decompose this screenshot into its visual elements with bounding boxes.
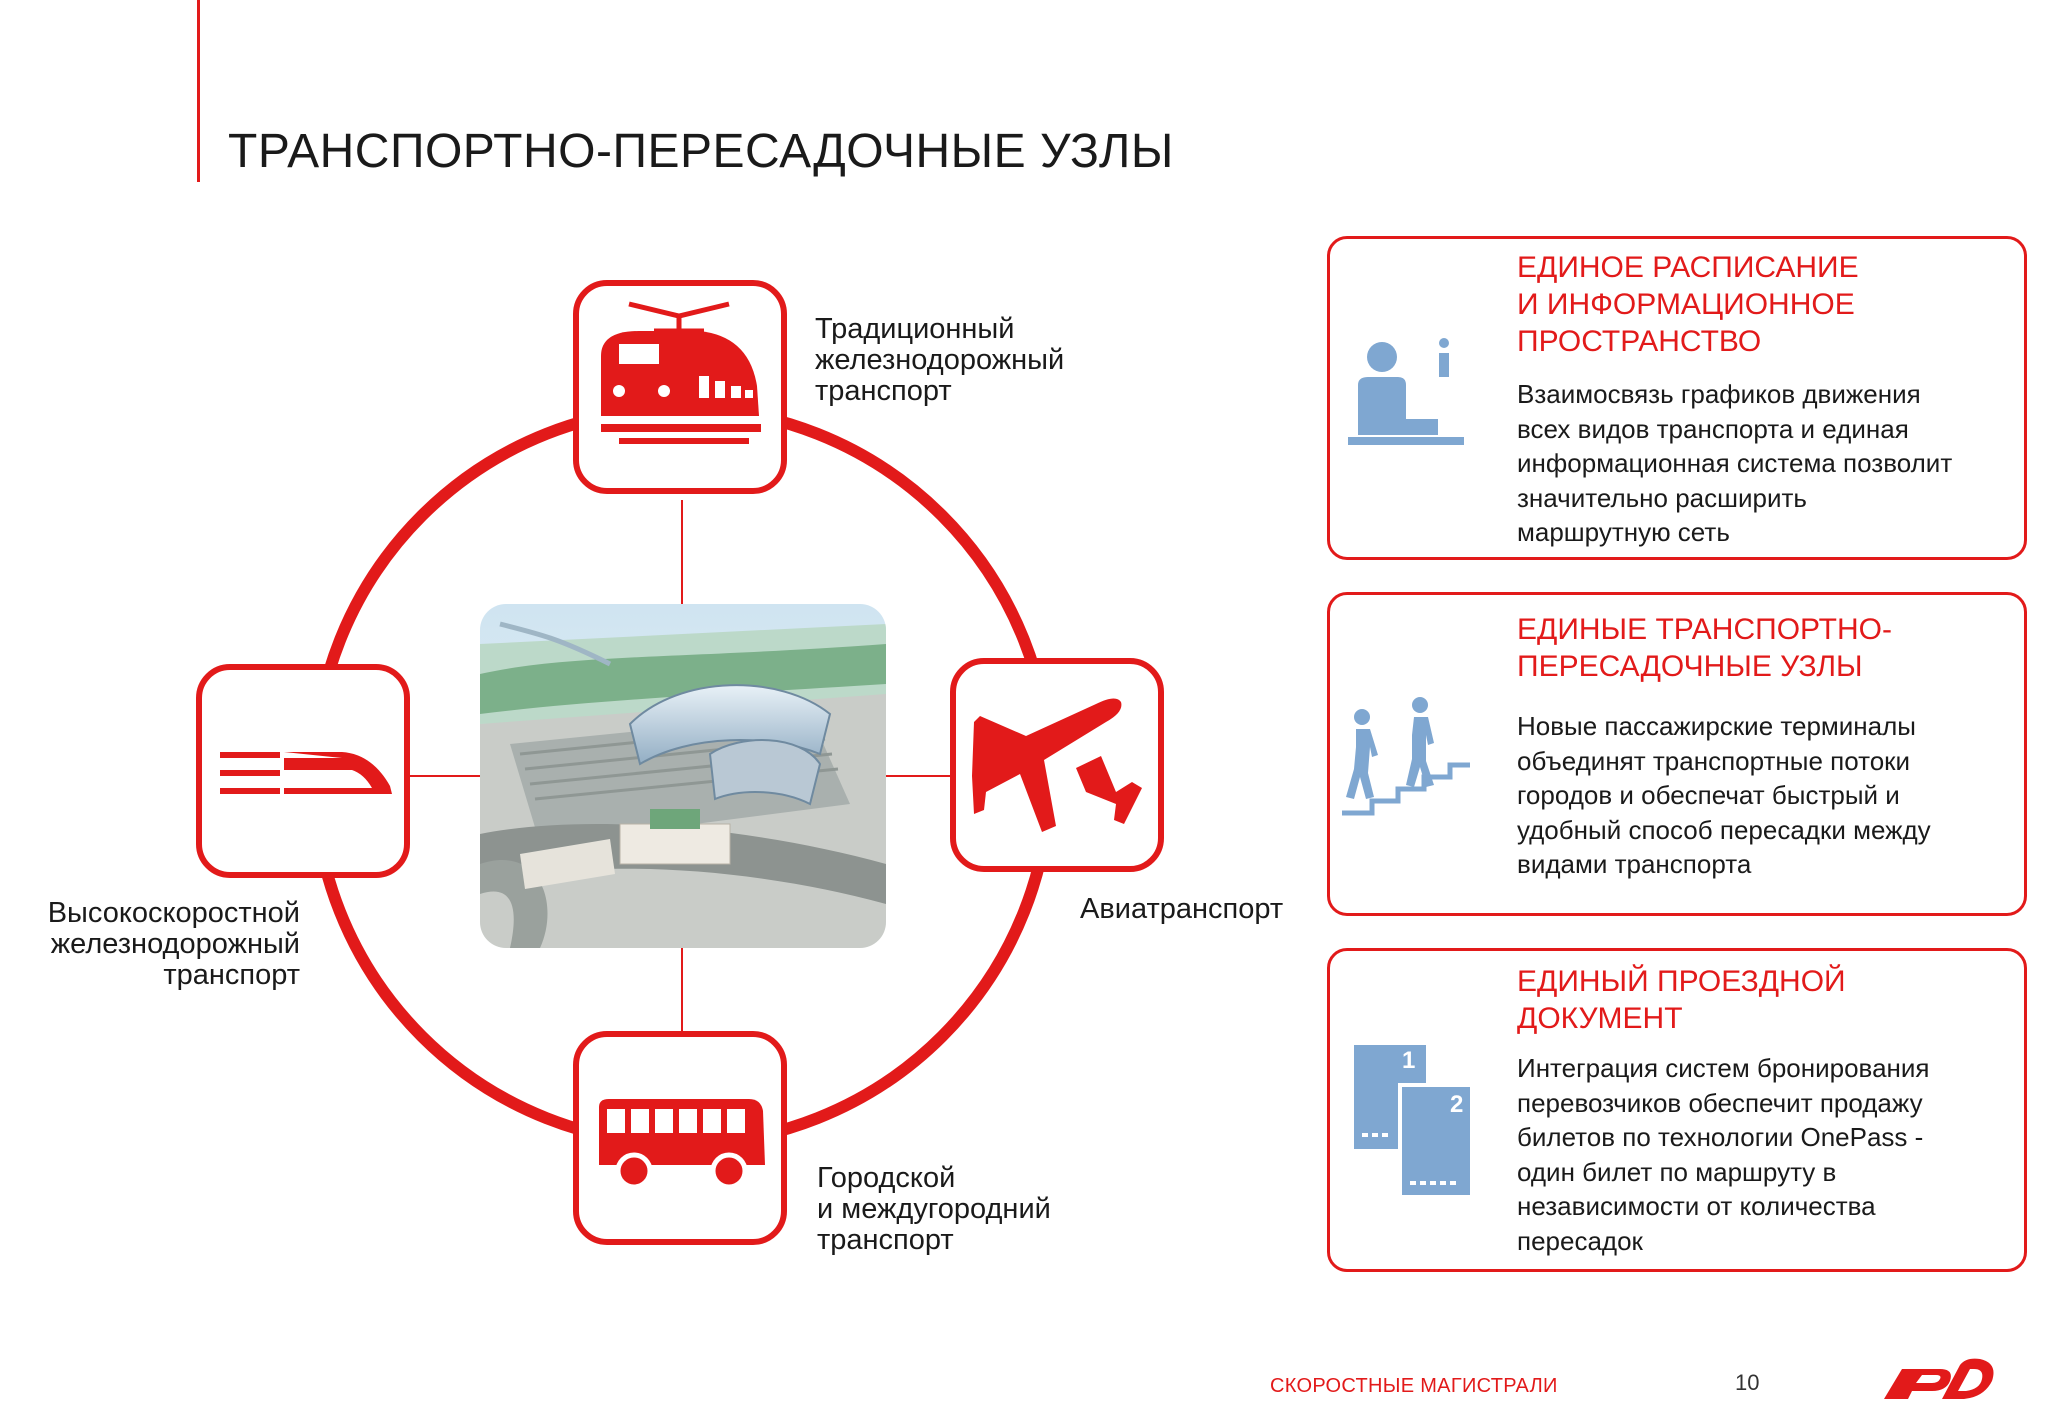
card-unified-schedule: ЕДИНОЕ РАСПИСАНИЕ И ИНФОРМАЦИОННОЕ ПРОСТ…: [1327, 236, 2027, 560]
label-air-transport: Авиатранспорт: [1080, 893, 1284, 925]
node-high-speed-rail: [196, 664, 410, 878]
node-traditional-rail: [573, 280, 787, 494]
accent-line: [197, 0, 200, 182]
card-text: Новые пассажирские терминалы объединят т…: [1517, 711, 1931, 879]
rzd-logo: [1884, 1358, 1994, 1399]
transport-hub-render: [480, 604, 886, 948]
page-number: 10: [1735, 1370, 1760, 1395]
card-title: ЕДИНЫЙ ПРОЕЗДНОЙ ДОКУМЕНТ: [1517, 965, 1846, 1035]
page-title: ТРАНСПОРТНО-ПЕРЕСАДОЧНЫЕ УЗЛЫ: [228, 125, 1174, 178]
ticket-number-1: 1: [1402, 1047, 1416, 1074]
high-speed-train-icon: [220, 752, 392, 794]
bus-icon: [599, 1099, 765, 1190]
tickets-icon: 1 2: [1350, 1045, 1478, 1205]
card-unified-ticket: 1 2 ЕДИНЫЙ ПРОЕЗДНОЙ ДОКУМЕНТ Интеграция…: [1327, 948, 2027, 1272]
train-icon: [601, 301, 761, 444]
label-high-speed-rail: Высокоскоростной железнодорожный транспо…: [47, 897, 300, 991]
node-air-transport: [950, 658, 1164, 872]
label-traditional-rail: Традиционный железнодорожный транспорт: [815, 313, 1065, 407]
card-unified-hubs: ЕДИНЫЕ ТРАНСПОРТНО- ПЕРЕСАДОЧНЫЕ УЗЛЫ Но…: [1327, 592, 2027, 916]
label-city-bus: Городской и междугородний транспорт: [817, 1162, 1051, 1256]
transport-diagram: Традиционный железнодорожный транспорт В…: [47, 280, 1284, 1256]
card-title: ЕДИНЫЕ ТРАНСПОРТНО- ПЕРЕСАДОЧНЫЕ УЗЛЫ: [1517, 613, 1892, 683]
card-title: ЕДИНОЕ РАСПИСАНИЕ И ИНФОРМАЦИОННОЕ ПРОСТ…: [1517, 251, 1859, 358]
airplane-icon: [972, 698, 1142, 832]
people-stairs-icon: [1342, 697, 1470, 816]
footer-text: СКОРОСТНЫЕ МАГИСТРАЛИ: [1270, 1375, 1558, 1397]
node-city-bus: [573, 1031, 787, 1245]
card-text: Взаимосвязь графиков движения всех видов…: [1517, 379, 1953, 547]
ticket-number-2: 2: [1450, 1091, 1464, 1118]
card-text: Интеграция систем бронирования перевозчи…: [1517, 1053, 1930, 1256]
information-desk-icon: [1348, 338, 1464, 445]
